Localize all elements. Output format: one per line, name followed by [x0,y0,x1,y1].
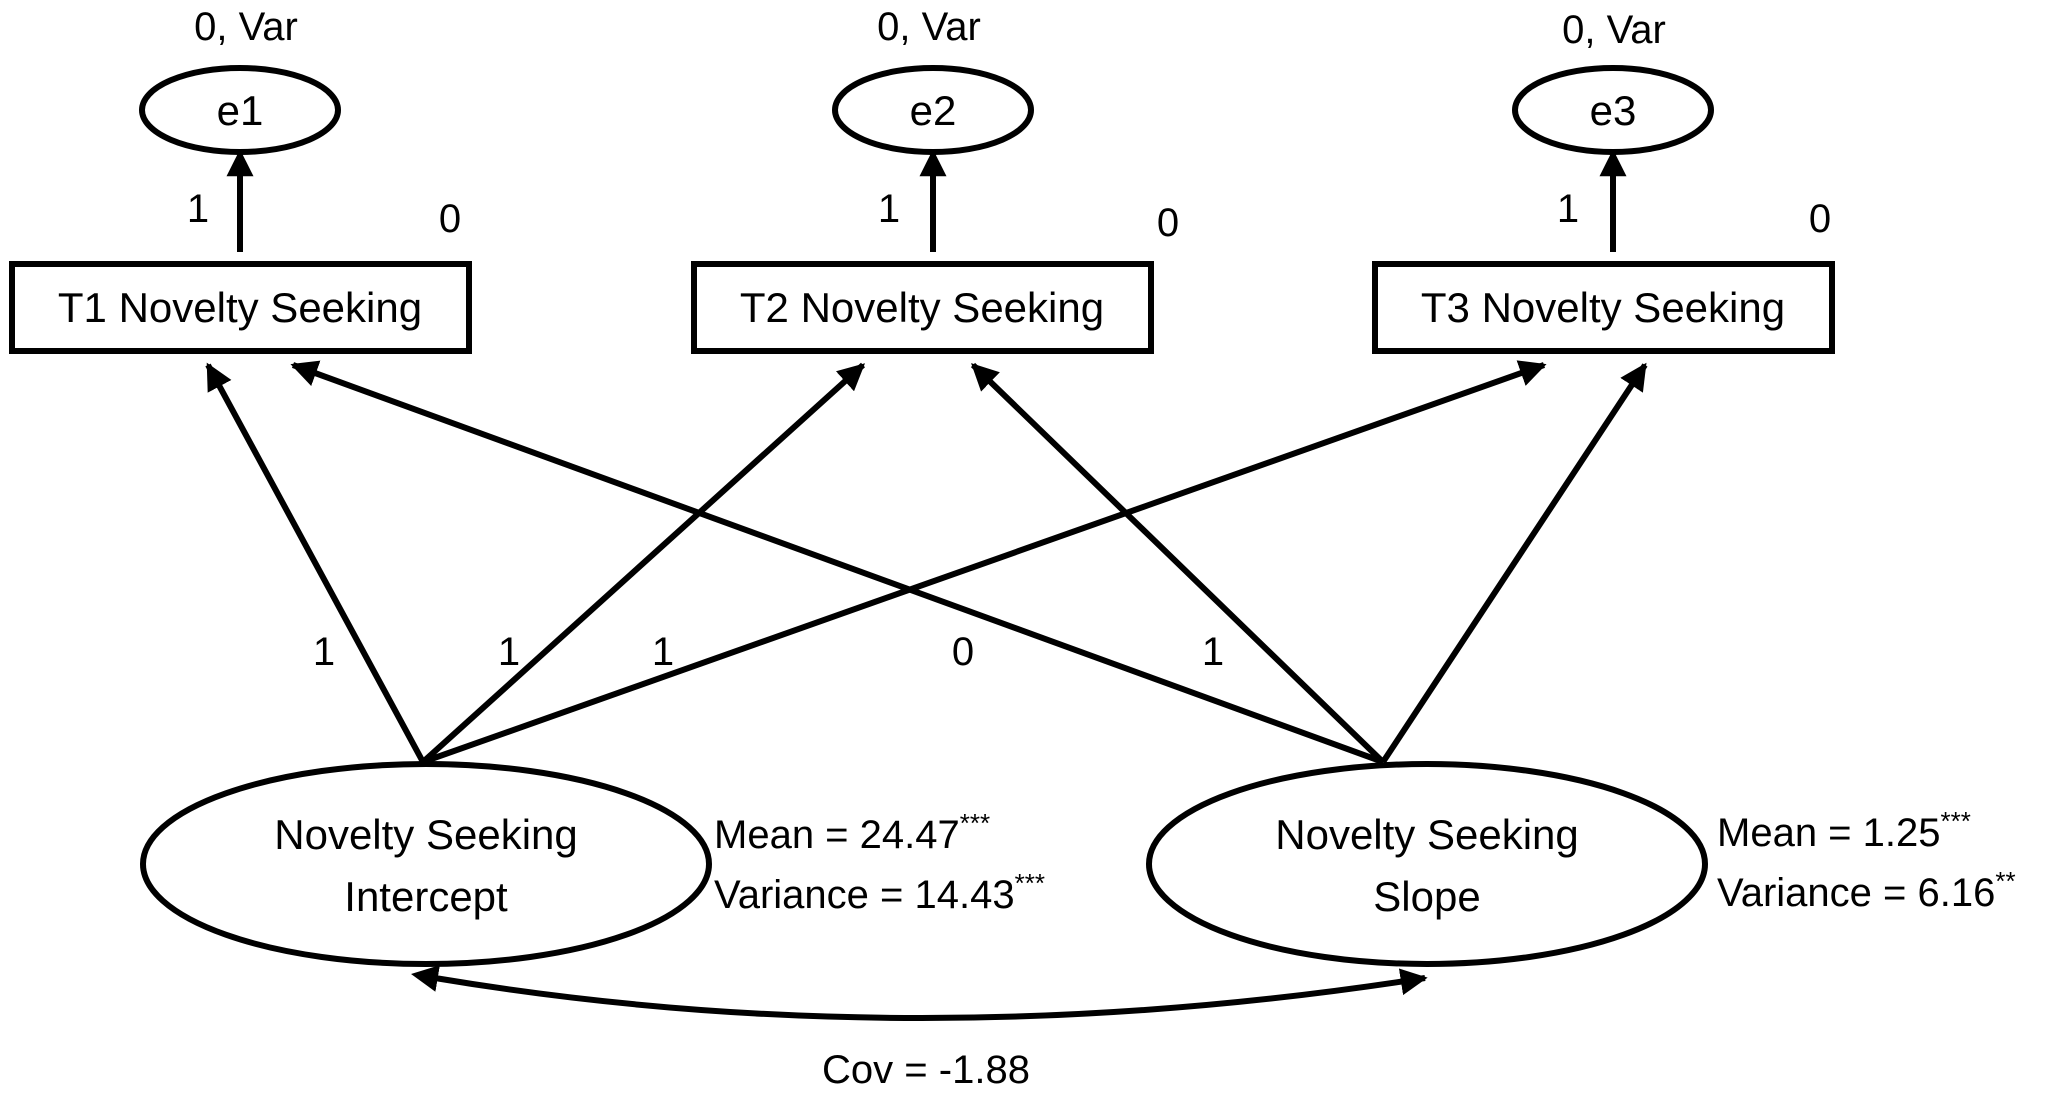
error-e1-loading: 1 [187,187,209,231]
path-slope-to-t2 [970,362,1386,765]
t3-intercept-label: 0 [1809,197,1831,241]
loading-slope-t1: 0 [952,630,974,674]
observed-t3: T3 Novelty Seeking [1372,261,1835,354]
path-intercept-to-t3 [421,360,1547,765]
error-e3-loading: 1 [1557,187,1579,231]
path-intercept-to-t2 [420,362,866,765]
loading-intercept-t1: 1 [313,630,335,674]
covariance-curve [411,965,1428,1021]
error-e2-variance-label: 0, Var [877,5,981,49]
loading-intercept-t3: 1 [652,630,674,674]
slope-mean-significance: *** [1941,806,1971,836]
intercept-variance-text: Variance = 14.43 [714,873,1015,917]
intercept-mean-stat: Mean = 24.47*** [714,808,990,857]
intercept-mean-text: Mean = 24.47 [714,813,960,857]
latent-intercept-label-line1: Novelty Seeking [274,811,578,858]
error-e2-loading: 1 [878,187,900,231]
error-e1-variance-label: 0, Var [194,5,298,49]
observed-t3-label: T3 Novelty Seeking [1421,284,1785,331]
slope-mean-stat: Mean = 1.25*** [1717,806,1971,855]
error-e3-variance-label: 0, Var [1562,8,1666,52]
t2-intercept-label: 0 [1157,201,1179,245]
latent-intercept-label-line2: Intercept [344,873,508,920]
observed-t2: T2 Novelty Seeking [691,261,1154,354]
latent-slope-label-line2: Slope [1373,873,1480,920]
error-e2: e2 [832,65,1034,155]
intercept-variance-significance: *** [1015,868,1045,898]
error-e3: e3 [1512,65,1714,155]
loading-intercept-t2: 1 [498,630,520,674]
latent-slope-label-line1: Novelty Seeking [1275,811,1579,858]
path-slope-to-t3 [1380,362,1648,764]
path-slope-to-t1 [290,360,1385,765]
observed-t1-label: T1 Novelty Seeking [58,284,422,331]
loading-slope-t2: 1 [1202,630,1224,674]
slope-variance-significance: ** [1995,866,2015,896]
slope-variance-text: Variance = 6.16 [1717,871,1995,915]
t1-intercept-label: 0 [439,197,461,241]
error-e1: e1 [139,65,341,155]
latent-intercept: Novelty Seeking Intercept [140,761,712,967]
error-e3-label: e3 [1590,87,1637,134]
slope-variance-stat: Variance = 6.16** [1717,866,2016,915]
covariance-label: Cov = -1.88 [822,1048,1030,1092]
intercept-variance-stat: Variance = 14.43*** [714,868,1045,917]
intercept-mean-significance: *** [960,808,990,838]
slope-mean-text: Mean = 1.25 [1717,811,1941,855]
latent-slope: Novelty Seeking Slope [1146,761,1708,967]
observed-t1: T1 Novelty Seeking [9,261,472,354]
error-e2-label: e2 [910,87,957,134]
observed-t2-label: T2 Novelty Seeking [740,284,1104,331]
error-e1-label: e1 [217,87,264,134]
path-intercept-to-t1 [205,362,426,764]
